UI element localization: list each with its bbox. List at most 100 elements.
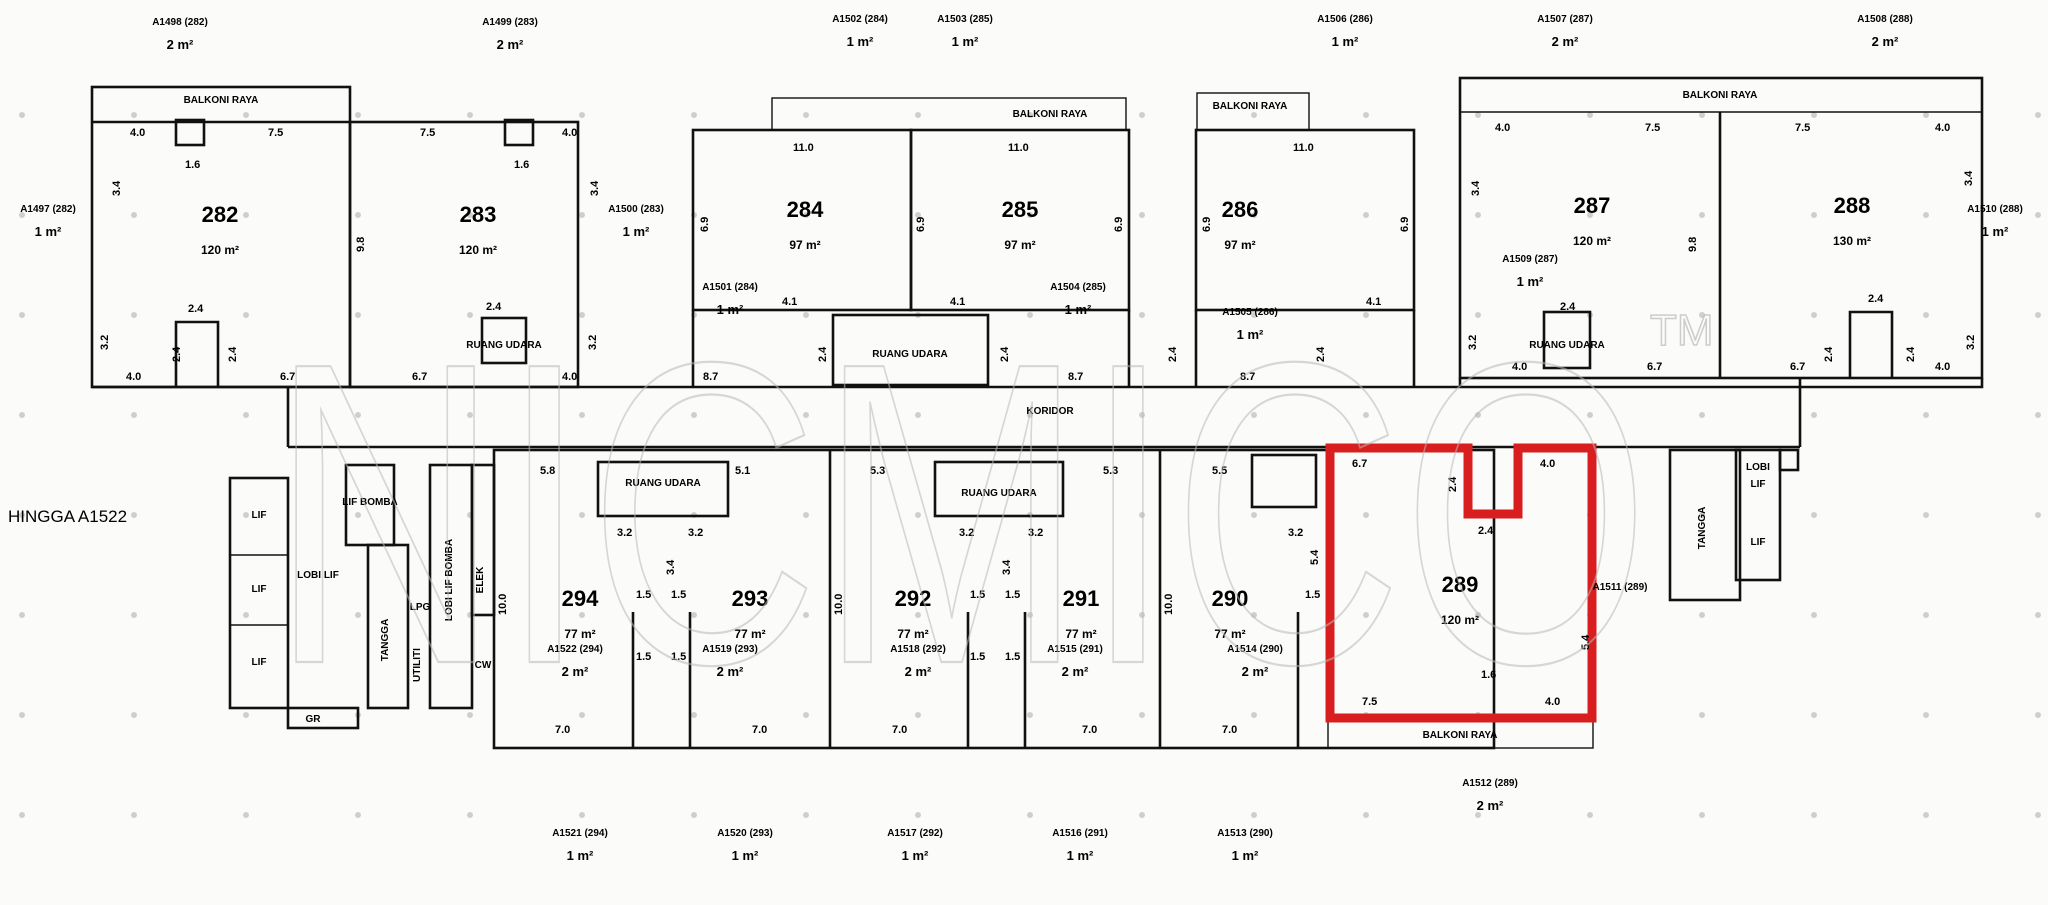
unit-291-area: 77 m²: [1065, 627, 1096, 641]
aircon-area: 1 m²: [952, 34, 979, 49]
balcony-label-286: BALKONI RAYA: [1213, 101, 1288, 112]
svg-text:6.7: 6.7: [1647, 361, 1662, 373]
grid-dot: [1923, 712, 1929, 718]
svg-text:2.4: 2.4: [1868, 293, 1884, 305]
unit-289-highlight[interactable]: [1325, 443, 1597, 723]
grid-dot: [1363, 612, 1369, 618]
grid-dot: [1363, 412, 1369, 418]
lounge-label-top: RUANG UDARA: [872, 349, 948, 360]
grid-dot: [1587, 112, 1593, 118]
grid-dot: [467, 112, 473, 118]
grid-dot: [131, 112, 137, 118]
svg-text:1.5: 1.5: [970, 589, 985, 601]
grid-dot: [1139, 112, 1145, 118]
lift-label-2: LIF: [252, 584, 267, 595]
svg-text:11.0: 11.0: [793, 142, 814, 154]
aircon-code: A1522 (294): [547, 644, 603, 655]
grid-dot: [1587, 812, 1593, 818]
aircon-code: A1514 (290): [1227, 644, 1283, 655]
grid-dot: [2035, 412, 2041, 418]
grid-dot: [243, 412, 249, 418]
svg-text:5.8: 5.8: [540, 465, 555, 477]
grid-dot: [579, 612, 585, 618]
unit-289-number: 289: [1442, 572, 1479, 597]
grid-dot: [19, 612, 25, 618]
unit-283-number: 283: [460, 202, 497, 227]
unit-282-area: 120 m²: [201, 243, 239, 257]
grid-dot: [1475, 312, 1481, 318]
unit-289-area: 120 m²: [1441, 613, 1479, 627]
watermark-tm: TM: [1650, 306, 1714, 355]
svg-text:10.0: 10.0: [833, 594, 845, 615]
grid-dot: [803, 512, 809, 518]
svg-text:1.5: 1.5: [671, 589, 686, 601]
grid-dot: [355, 412, 361, 418]
grid-dot: [2035, 712, 2041, 718]
grid-dot: [691, 812, 697, 818]
grid-dot: [1699, 712, 1705, 718]
unit-284-number: 284: [787, 197, 824, 222]
svg-text:7.0: 7.0: [892, 724, 907, 736]
grid-dot: [19, 812, 25, 818]
grid-dot: [1251, 812, 1257, 818]
aircon-code: A1511 (289): [1592, 582, 1647, 593]
svg-text:1.5: 1.5: [636, 651, 651, 663]
aircon-code: A1507 (287): [1537, 14, 1593, 25]
svg-text:6.7: 6.7: [1790, 361, 1805, 373]
svg-text:2.4: 2.4: [1315, 346, 1327, 362]
grid-dot: [691, 712, 697, 718]
grid-dot: [1139, 312, 1145, 318]
svg-text:2.4: 2.4: [486, 301, 502, 313]
svg-text:6.9: 6.9: [1399, 217, 1411, 232]
unit-288-area: 130 m²: [1833, 234, 1871, 248]
grid-dot: [467, 412, 473, 418]
svg-text:4.0: 4.0: [1935, 122, 1950, 134]
grid-dot: [915, 712, 921, 718]
grid-dot: [19, 412, 25, 418]
svg-text:1.5: 1.5: [671, 651, 686, 663]
svg-text:2.4: 2.4: [1167, 346, 1179, 362]
grid-dot: [355, 112, 361, 118]
aircon-area: 1 m²: [1232, 848, 1259, 863]
aircon-area: 2 m²: [1552, 34, 1579, 49]
aircon-code: A1505 (286): [1222, 307, 1278, 318]
lounge-label-right: RUANG UDARA: [1529, 340, 1605, 351]
unit-287-number: 287: [1574, 193, 1611, 218]
grid-dot: [1251, 312, 1257, 318]
svg-text:9.8: 9.8: [1687, 237, 1699, 252]
grid-dot: [2035, 612, 2041, 618]
svg-text:5.3: 5.3: [870, 465, 885, 477]
grid-dot: [1811, 712, 1817, 718]
aircon-code: A1513 (290): [1217, 828, 1273, 839]
balcony-label-289: BALKONI RAYA: [1423, 730, 1498, 741]
grid-dot: [355, 212, 361, 218]
svg-text:6.7: 6.7: [412, 371, 427, 383]
grid-dot: [579, 312, 585, 318]
gr-label: GR: [306, 714, 322, 725]
grid-dot: [1811, 412, 1817, 418]
grid-dot: [467, 812, 473, 818]
grid-dot: [915, 112, 921, 118]
grid-dot: [915, 412, 921, 418]
unit-293-area: 77 m²: [734, 627, 765, 641]
grid-dot: [803, 812, 809, 818]
lounge-label-b2: RUANG UDARA: [961, 488, 1037, 499]
grid-dot: [131, 312, 137, 318]
svg-text:5.4: 5.4: [1309, 549, 1321, 565]
aircon-area: 1 m²: [623, 224, 650, 239]
hingga-label: HINGGA A1522: [8, 507, 127, 526]
grid-dot: [579, 512, 585, 518]
svg-text:9.8: 9.8: [355, 237, 367, 252]
svg-text:5.4: 5.4: [1580, 634, 1592, 650]
aircon-code: A1512 (289): [1462, 778, 1518, 789]
grid-dot: [691, 112, 697, 118]
watermark: NICMICO TM: [269, 273, 1714, 755]
svg-text:4.1: 4.1: [950, 296, 965, 308]
svg-text:10.0: 10.0: [497, 594, 509, 615]
grid-dot: [915, 612, 921, 618]
unit-284-area: 97 m²: [789, 238, 820, 252]
grid-dot: [1027, 812, 1033, 818]
svg-text:3.4: 3.4: [665, 559, 677, 575]
grid-dot: [243, 312, 249, 318]
